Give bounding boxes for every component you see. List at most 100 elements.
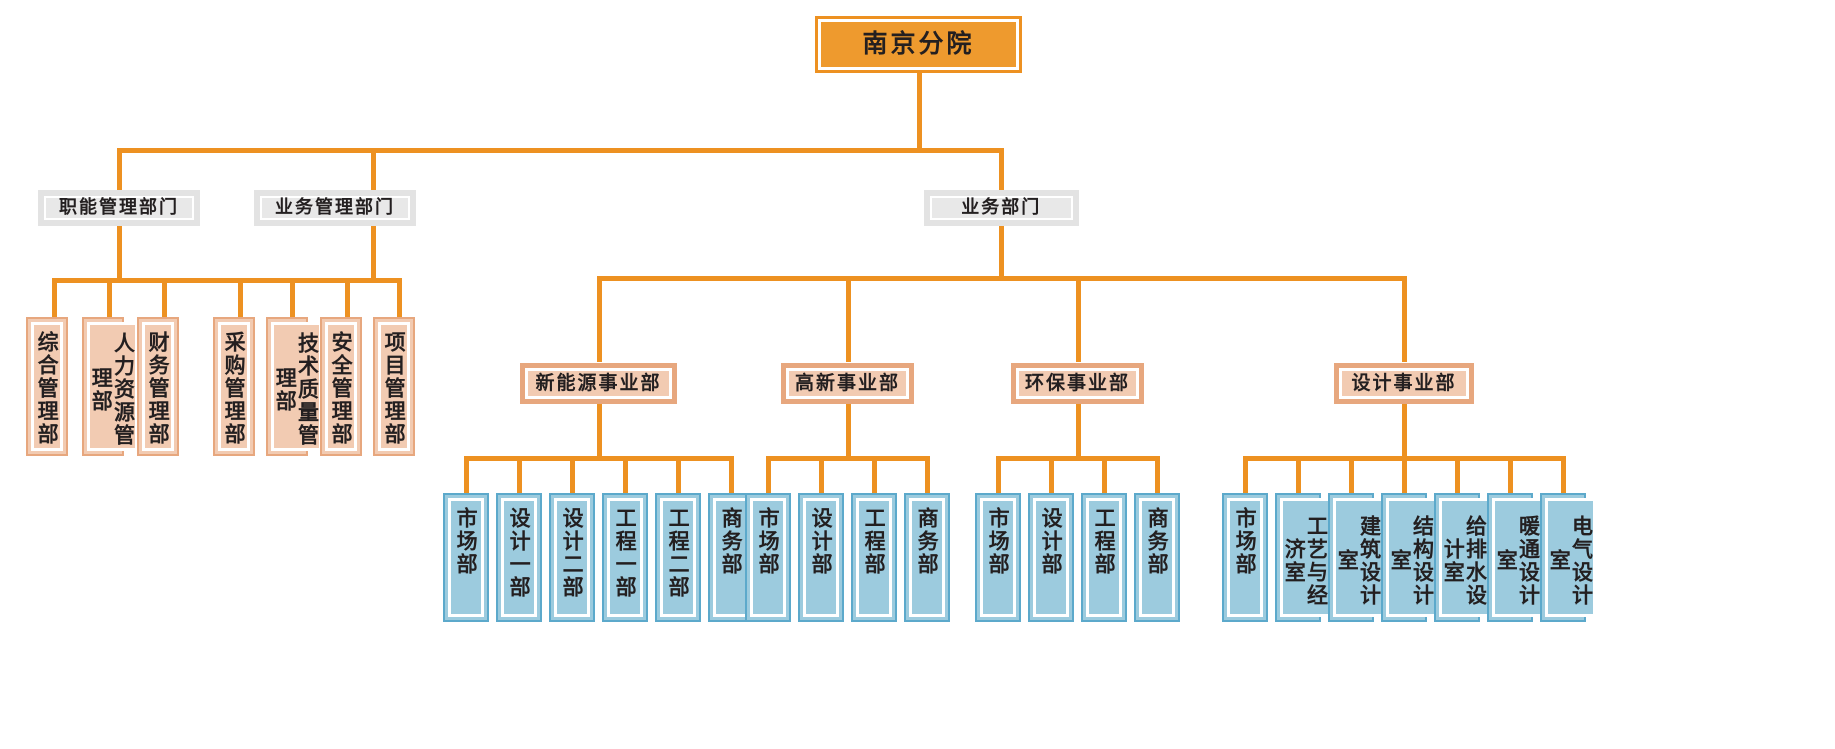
node-dept-safety-inner: 安全管理部 (325, 322, 357, 451)
node-high-tech-design-label: 设计部 (809, 507, 834, 576)
node-dept-hr[interactable]: 人力资源管理部 (82, 317, 138, 456)
connector-drop-dept-7 (397, 278, 402, 318)
node-design-structure[interactable]: 结构设计室 (1381, 493, 1437, 622)
node-new-energy-design-2-inner: 设计二部 (554, 498, 590, 617)
node-business-management[interactable]: 业务管理部门 (254, 190, 416, 226)
node-design-hvac-inner: 暖通设计室 (1492, 498, 1543, 617)
connector-drop-division-3 (1075, 276, 1081, 362)
node-high-tech-design[interactable]: 设计部 (798, 493, 844, 622)
node-high-tech-engineering[interactable]: 工程部 (851, 493, 897, 622)
connector-div4-drop-5 (1455, 456, 1460, 494)
node-dept-finance[interactable]: 财务管理部 (137, 317, 179, 456)
node-division-high-tech[interactable]: 高新事业部 (781, 363, 914, 404)
node-new-energy-market-inner: 市场部 (448, 498, 484, 617)
node-environmental-design-label: 设计部 (1039, 507, 1064, 576)
connector-drop-functional (117, 148, 122, 192)
node-dept-tech-quality[interactable]: 技术质量管理部 (266, 317, 322, 456)
connector-drop-dept-6 (345, 278, 350, 318)
node-dept-comprehensive[interactable]: 综合管理部 (26, 317, 68, 456)
connector-div2-drop-3 (872, 456, 877, 494)
node-division-design-label: 设计事业部 (1351, 372, 1457, 395)
node-new-energy-engineering-2-inner: 工程二部 (660, 498, 696, 617)
node-functional-management-label: 职能管理部门 (59, 197, 179, 219)
node-new-energy-design-2[interactable]: 设计二部 (549, 493, 595, 622)
node-design-market[interactable]: 市场部 (1222, 493, 1268, 622)
connector-div1-drop-4 (623, 456, 628, 494)
connector-div4-drop-6 (1508, 456, 1513, 494)
node-high-tech-design-inner: 设计部 (803, 498, 839, 617)
node-new-energy-engineering-1[interactable]: 工程一部 (602, 493, 648, 622)
node-high-tech-commerce[interactable]: 商务部 (904, 493, 950, 622)
connector-drop-dept-3 (162, 278, 167, 318)
node-high-tech-engineering-inner: 工程部 (856, 498, 892, 617)
node-environmental-market-label: 市场部 (986, 507, 1011, 576)
node-dept-hr-inner: 人力资源管理部 (87, 322, 138, 451)
node-business-departments[interactable]: 业务部门 (923, 190, 1079, 226)
node-new-energy-market[interactable]: 市场部 (443, 493, 489, 622)
connector-div3-drop-4 (1155, 456, 1160, 494)
node-new-energy-commerce-inner: 商务部 (713, 498, 749, 617)
connector-drop-business (999, 148, 1005, 192)
connector-div3-stem (1075, 404, 1081, 456)
node-division-environmental-label: 环保事业部 (1024, 372, 1130, 395)
node-design-market-label: 市场部 (1233, 507, 1258, 576)
node-high-tech-engineering-label: 工程部 (862, 507, 887, 576)
node-environmental-commerce-inner: 商务部 (1139, 498, 1175, 617)
node-new-energy-engineering-2[interactable]: 工程二部 (655, 493, 701, 622)
node-design-architecture[interactable]: 建筑设计室 (1328, 493, 1384, 622)
node-environmental-commerce[interactable]: 商务部 (1134, 493, 1180, 622)
node-design-hvac[interactable]: 暖通设计室 (1487, 493, 1543, 622)
node-division-new-energy-inner: 新能源事业部 (525, 368, 672, 399)
node-dept-project-label: 项目管理部 (382, 331, 407, 446)
node-environmental-design[interactable]: 设计部 (1028, 493, 1074, 622)
connector-drop-division-4 (1402, 276, 1407, 362)
node-dept-comprehensive-inner: 综合管理部 (31, 322, 63, 451)
node-new-energy-engineering-2-label: 工程二部 (666, 507, 691, 599)
node-division-design[interactable]: 设计事业部 (1334, 363, 1474, 404)
node-division-design-inner: 设计事业部 (1339, 368, 1469, 399)
node-dept-safety-label: 安全管理部 (329, 331, 354, 446)
node-design-electrical[interactable]: 电气设计室 (1540, 493, 1596, 622)
node-new-energy-design-1-label: 设计一部 (507, 507, 532, 599)
node-new-energy-commerce-label: 商务部 (719, 507, 744, 576)
node-dept-procurement-inner: 采购管理部 (218, 322, 250, 451)
node-design-process-economics[interactable]: 工艺与经济室 (1275, 493, 1331, 622)
node-dept-hr-label: 人力资源管理部 (89, 332, 136, 447)
connector-div4-drop-7 (1561, 456, 1566, 494)
connector-div1-drop-2 (517, 456, 522, 494)
node-dept-procurement[interactable]: 采购管理部 (213, 317, 255, 456)
node-new-energy-design-2-label: 设计二部 (560, 507, 585, 599)
connector-div4-stem (1402, 404, 1407, 456)
node-root-label: 南京分院 (862, 29, 975, 59)
node-high-tech-market[interactable]: 市场部 (745, 493, 791, 622)
connector-div4-drop-3 (1349, 456, 1354, 494)
connector-root-bus (117, 148, 1005, 153)
node-functional-management-inner: 职能管理部门 (44, 196, 194, 220)
node-new-energy-design-1-inner: 设计一部 (501, 498, 537, 617)
node-environmental-engineering-label: 工程部 (1092, 507, 1117, 576)
node-design-structure-inner: 结构设计室 (1386, 498, 1437, 617)
node-dept-finance-inner: 财务管理部 (142, 322, 174, 451)
node-design-electrical-inner: 电气设计室 (1545, 498, 1596, 617)
node-design-water-supply-drainage[interactable]: 给排水设计室 (1434, 493, 1490, 622)
connector-div2-stem (845, 404, 851, 456)
connector-div2-drop-2 (819, 456, 824, 494)
node-environmental-market[interactable]: 市场部 (975, 493, 1021, 622)
node-environmental-market-inner: 市场部 (980, 498, 1016, 617)
node-functional-management[interactable]: 职能管理部门 (38, 190, 200, 226)
node-division-environmental[interactable]: 环保事业部 (1011, 363, 1144, 404)
node-division-new-energy[interactable]: 新能源事业部 (520, 363, 677, 404)
node-root[interactable]: 南京分院 (815, 16, 1022, 73)
connector-management-bus (52, 278, 402, 283)
node-new-energy-design-1[interactable]: 设计一部 (496, 493, 542, 622)
node-dept-safety[interactable]: 安全管理部 (320, 317, 362, 456)
node-dept-project[interactable]: 项目管理部 (373, 317, 415, 456)
node-design-water-supply-drainage-label: 给排水设计室 (1441, 514, 1488, 607)
node-high-tech-commerce-label: 商务部 (915, 507, 940, 576)
node-business-management-inner: 业务管理部门 (260, 196, 410, 220)
node-dept-comprehensive-label: 综合管理部 (35, 331, 60, 446)
connector-div1-drop-5 (676, 456, 681, 494)
node-design-water-supply-drainage-inner: 给排水设计室 (1439, 498, 1490, 617)
node-dept-finance-label: 财务管理部 (146, 331, 171, 446)
node-environmental-engineering[interactable]: 工程部 (1081, 493, 1127, 622)
